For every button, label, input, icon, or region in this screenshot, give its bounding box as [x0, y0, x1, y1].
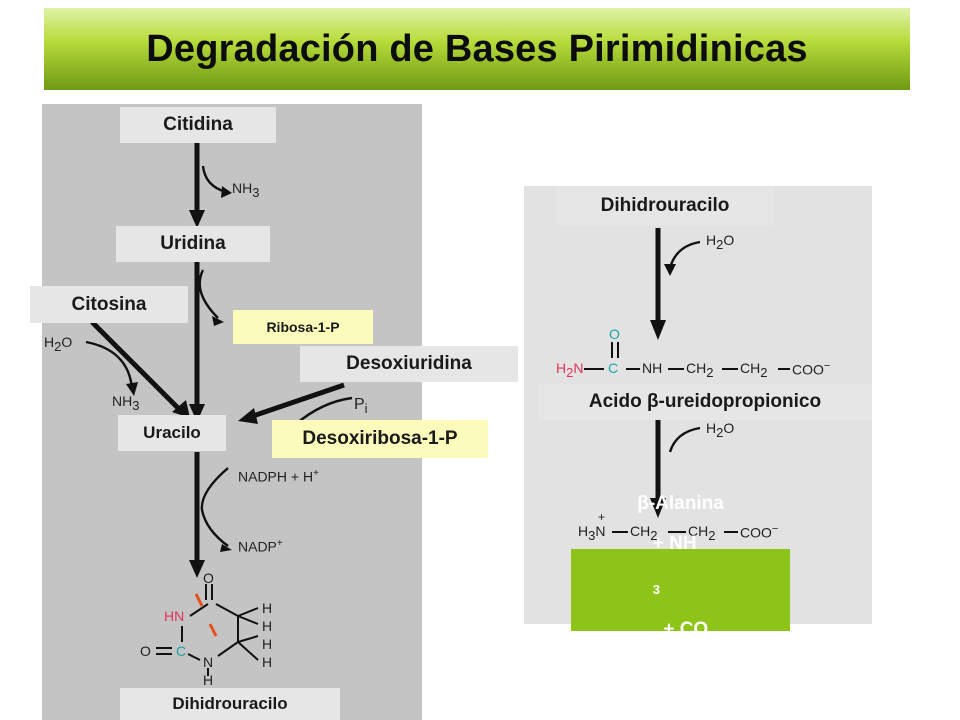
dihidrouracilo-label: Dihidrouracilo [120, 688, 340, 720]
alanine-coo: COO− [740, 523, 779, 541]
citosina-label: Citosina [30, 286, 188, 323]
title-bar: Degradación de Bases Pirimidinicas [44, 8, 910, 90]
ureido-c: C [608, 360, 619, 376]
ureido-nh: NH [642, 360, 663, 376]
nadph-cofactor: NADPH + H+ [238, 468, 319, 485]
ring-o-left: O [140, 643, 151, 659]
uridina-label: Uridina [116, 226, 270, 262]
alanine-ch2-b: CH2 [688, 523, 716, 543]
left-pathway-panel [42, 104, 422, 720]
ring-h4: H [262, 654, 273, 670]
left-side-arrows [198, 165, 232, 552]
right-main-arrows [650, 228, 666, 518]
page-title: Degradación de Bases Pirimidinicas [146, 27, 808, 70]
uracilo-label: Uracilo [118, 415, 226, 451]
ureido-ch2-b: CH2 [740, 360, 768, 380]
desoxiuridina-arrow [238, 382, 353, 425]
dihidrouracilo-right-label: Dihidrouracilo [556, 187, 774, 225]
pi-cofactor: Pi [354, 396, 368, 417]
desoxiuridina-label: Desoxiuridina [300, 346, 518, 382]
citosina-arrow [85, 320, 190, 418]
ureido-bonds [584, 342, 790, 370]
desoxiribosa-1-p-label: Desoxiribosa-1-P [272, 420, 488, 458]
ureido-coo: COO− [792, 360, 831, 378]
ring-h-bottom: H [203, 672, 214, 688]
citidina-label: Citidina [120, 107, 276, 143]
ureido-ch2-a: CH2 [686, 360, 714, 380]
dihidrouracilo-ring [156, 584, 259, 676]
nadp-cofactor: NADP+ [238, 538, 283, 555]
ring-hn: HN [164, 608, 185, 624]
alanine-plus: + [598, 510, 606, 524]
right-side-arrows [664, 240, 701, 453]
cleavage-marks [194, 593, 218, 637]
h2o-right-2: H2O [706, 420, 735, 440]
left-main-arrows [189, 142, 205, 578]
ring-o-top: O [203, 570, 214, 586]
ureido-h2n: H2N [556, 360, 584, 380]
ureido-o: O [609, 326, 620, 342]
nh3-left-cofactor: NH3 [112, 393, 140, 413]
ring-c: C [176, 643, 187, 659]
ring-h3: H [262, 636, 273, 652]
nh3-cofactor: NH3 [232, 180, 260, 200]
alanine-ch2-a: CH2 [630, 523, 658, 543]
ribosa-1-p-label: Ribosa-1-P [233, 310, 373, 344]
ring-h1: H [262, 600, 273, 616]
alanine-h3n: H3N [578, 523, 606, 543]
ring-n: N [203, 654, 214, 670]
h2o-cofactor: H2O [44, 334, 73, 354]
h2o-right-1: H2O [706, 232, 735, 252]
acido-ureidopropionico-label: Acido β-ureidopropionico [538, 384, 872, 420]
ring-h2: H [262, 618, 273, 634]
beta-alanina-label: β-Alanina [637, 493, 724, 515]
